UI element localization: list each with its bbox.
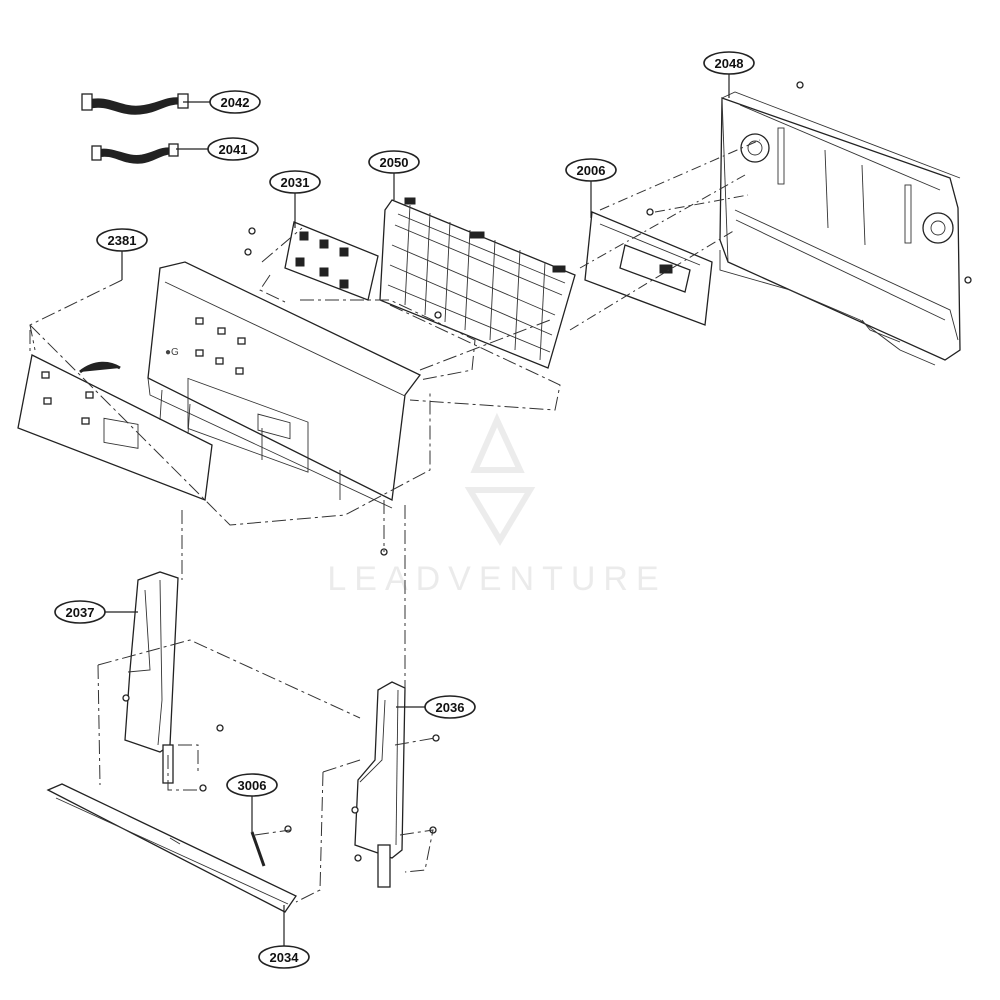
rear-bracket-2048[interactable] [719,91,961,366]
watermark: LEADVENTURE [327,412,666,598]
watermark-text: LEADVENTURE [327,560,666,598]
callout-2041-label: 2041 [219,142,248,157]
wire-harness-2041[interactable] [91,143,179,164]
spring-3006[interactable] [250,831,266,867]
control-panel-housing[interactable]: ●G [147,261,421,509]
callout-2050-label: 2050 [380,155,409,170]
callout-2048[interactable]: 2048 [703,51,755,98]
callout-2381[interactable]: 2381 [96,228,148,280]
callout-3006-label: 3006 [238,778,267,793]
callout-2036[interactable]: 2036 [396,695,476,719]
wire-harness-2042[interactable] [81,93,189,115]
control-overlay-2381[interactable] [17,354,213,501]
assembly-lines [29,139,761,903]
callout-2041[interactable]: 2041 [176,137,259,161]
callout-2042[interactable]: 2042 [183,90,261,114]
callout-2037[interactable]: 2037 [54,600,138,624]
callout-3006[interactable]: 3006 [226,773,278,832]
callout-2006[interactable]: 2006 [565,158,617,218]
end-cap-left-2037[interactable] [122,571,179,784]
callout-2042-label: 2042 [221,95,250,110]
callout-2034-label: 2034 [270,950,300,965]
callout-2381-label: 2381 [108,233,137,248]
end-cap-right-2036[interactable] [351,681,406,888]
callout-2006-label: 2006 [577,163,606,178]
frame-2050[interactable] [379,197,576,369]
callout-2037-label: 2037 [66,605,95,620]
callout-2050[interactable]: 2050 [368,150,420,200]
callout-2034[interactable]: 2034 [258,905,310,969]
bottom-trim-2034[interactable] [46,783,297,913]
callout-2031[interactable]: 2031 [269,170,321,228]
pcb-2031[interactable] [248,221,379,301]
brand-logo: ●G [165,347,179,358]
callout-2031-label: 2031 [281,175,310,190]
callout-2048-label: 2048 [715,56,744,71]
callout-2036-label: 2036 [436,700,465,715]
pcb-cover-2006[interactable] [584,211,713,326]
screws [199,81,972,862]
watermark-logo [464,412,536,546]
